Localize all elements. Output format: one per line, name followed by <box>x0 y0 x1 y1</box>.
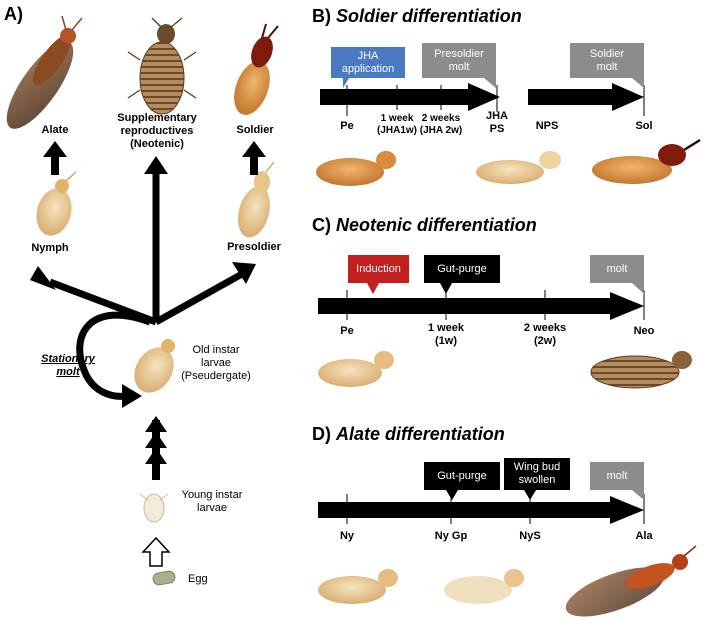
tick-label-jha-ps: JHA PS <box>485 110 509 135</box>
nymph-label: Nymph <box>31 242 69 254</box>
soldier-second-arrow <box>528 83 644 111</box>
alate-label: Alate <box>41 124 69 136</box>
panel-b-title: B) Soldier differentiation <box>312 6 522 27</box>
nymph-image-d <box>318 569 398 604</box>
tick-label-pe-c: Pe <box>340 325 354 337</box>
tick-label-nys: NyS <box>519 530 541 542</box>
stacked-arrowheads <box>145 416 167 480</box>
presoldier-termite-image <box>238 161 275 238</box>
panel-c-title-text: Neotenic differentiation <box>336 215 537 235</box>
pseudergate-termite-image <box>134 339 175 393</box>
presoldier-molt-callout-box <box>422 43 496 88</box>
induction-callout: Induction <box>356 262 401 275</box>
young-larva-image <box>139 493 169 523</box>
gut-purge-callout-c: Gut-purge <box>437 262 487 275</box>
old-instar-label: Old instar larvae (Pseudergate) <box>181 344 251 382</box>
soldier-molt-callout: Soldier molt <box>589 47 625 73</box>
panel-c-letter: C) <box>312 215 331 235</box>
tick-label-1w-c: 1 week (1w) <box>427 322 465 347</box>
egg-image <box>152 570 176 586</box>
panel-d-title-text: Alate differentiation <box>336 424 505 444</box>
tick-label-ny-gp: Ny Gp <box>434 530 468 542</box>
panel-d-title: D) Alate differentiation <box>312 424 505 445</box>
wing-bud-callout-box <box>504 458 570 500</box>
panel-b-letter: B) <box>312 6 331 26</box>
pe-worker-image-b <box>316 151 396 186</box>
gut-purge-callout-box-d <box>424 462 500 500</box>
tick-label-neo: Neo <box>633 325 655 337</box>
tick-label-pe-b: Pe <box>340 120 354 132</box>
tick-label-2w-c: 2 weeks (2w) <box>523 322 567 347</box>
neotenic-image-c <box>590 351 692 389</box>
wing-bud-callout: Wing bud swollen <box>513 461 561 486</box>
nymph-termite-image <box>36 171 77 236</box>
egg-outline-arrow <box>141 536 171 567</box>
soldier-label: Soldier <box>236 124 274 136</box>
soldier-image-b <box>592 138 701 184</box>
molt-callout-box-d <box>590 462 644 500</box>
panel-a-label: A) <box>4 4 23 24</box>
panel-d-letter: D) <box>312 424 331 444</box>
tick-label-nps: NPS <box>535 120 559 132</box>
alate-image-d <box>565 545 697 617</box>
pe-worker-image-c <box>318 351 394 387</box>
nymph-diagonal-arrow <box>30 266 158 326</box>
alate-up-arrow <box>43 141 67 175</box>
alate-timeline-arrow <box>318 496 644 524</box>
neotenic-up-arrow <box>144 156 168 322</box>
presoldier-diagonal-arrow <box>154 262 256 326</box>
soldier-up-arrow <box>242 141 266 175</box>
molt-callout-d: molt <box>606 469 628 482</box>
soldier-termite-image <box>234 23 279 115</box>
presoldier-molt-callout: Presoldier molt <box>434 47 484 73</box>
neotenic-termite-image <box>127 17 197 115</box>
induction-callout-box <box>348 255 409 294</box>
soldier-timeline-arrow <box>320 83 500 111</box>
neotenic-timeline-arrow <box>318 292 644 320</box>
panel-b-title-text: Soldier differentiation <box>336 6 522 26</box>
tick-label-2w-b: 2 weeks (JHA 2w) <box>419 113 463 136</box>
gut-purged-nymph-image-d <box>444 569 524 604</box>
jha-application-callout: JHA application <box>341 49 395 75</box>
young-instar-label: Young instar larvae <box>181 489 243 514</box>
presoldier-label: Presoldier <box>227 241 281 253</box>
jha-callout-box <box>331 47 405 88</box>
tick-label-ala: Ala <box>635 530 653 542</box>
egg-label: Egg <box>188 573 208 585</box>
presoldier-image-b <box>476 151 561 184</box>
gut-purge-callout-d: Gut-purge <box>437 469 487 482</box>
gut-purge-callout-box-c <box>424 255 500 294</box>
stationary-molt-loop-arrow <box>76 311 152 408</box>
soldier-molt-callout-box <box>570 43 644 88</box>
molt-callout-box-c <box>590 255 644 294</box>
neotenic-label: Supplementary reproductives (Neotenic) <box>117 112 197 150</box>
alate-termite-image <box>6 15 83 129</box>
tick-label-ny: Ny <box>339 530 355 542</box>
tick-label-sol: Sol <box>635 120 653 132</box>
panel-c-title: C) Neotenic differentiation <box>312 215 537 236</box>
stationary-molt-label: Stationary molt <box>41 353 95 378</box>
tick-label-1w-b: 1 week (JHA1w) <box>376 113 418 136</box>
molt-callout-c: molt <box>606 262 628 275</box>
